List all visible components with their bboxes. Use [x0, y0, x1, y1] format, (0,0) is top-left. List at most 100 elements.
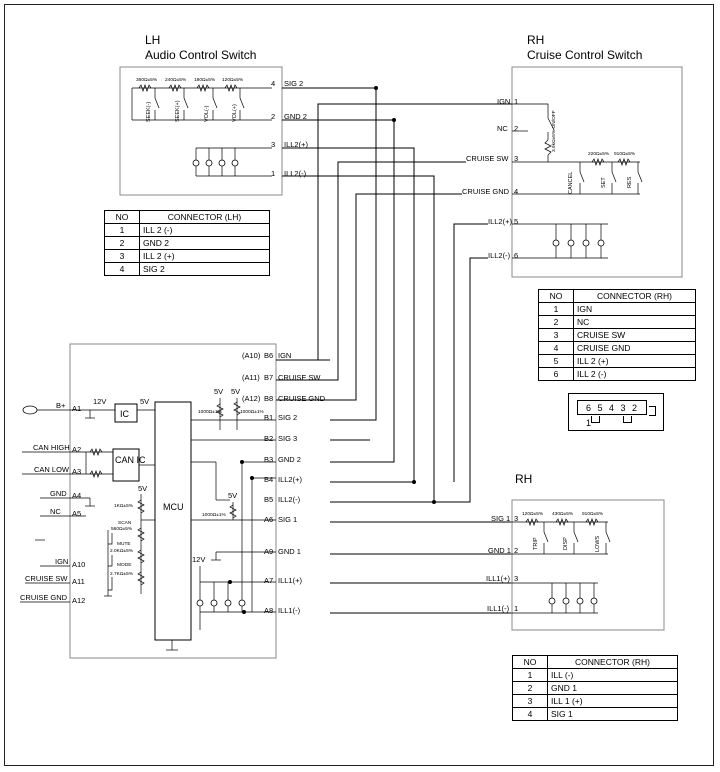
- lh-pin-num-2: 2: [271, 112, 275, 121]
- v5-label-b: 5V: [138, 484, 147, 493]
- connector-key-notch: [649, 406, 656, 416]
- mute-label: MUTE: [117, 541, 131, 547]
- lh-pin-sig2: SIG 2: [284, 79, 303, 88]
- left-pin-a11: A11: [72, 577, 85, 586]
- diagram-frame: [4, 4, 714, 766]
- lh-pin-num-1: 1: [271, 169, 275, 178]
- right-pin-a8: A8: [264, 606, 273, 615]
- right-alias-a11: (A11): [242, 373, 260, 382]
- rh-audio-pin-ill1m: ILL1(-): [487, 604, 510, 613]
- rh-audio-num-ill1p: 3: [514, 574, 518, 583]
- connector-face: 6 5 4 3 2 1: [568, 393, 664, 431]
- rh-cruise-subtitle: Cruise Control Switch: [527, 48, 642, 62]
- rh-cruise-num-3: 3: [514, 154, 518, 163]
- rh-audio-num-sig1: 3: [514, 514, 518, 523]
- mute-res: 2.0KΩ±5%: [110, 548, 134, 554]
- lh-sw-seek-minus: SEEK(-): [146, 102, 152, 122]
- rh-audio-num-gnd1: 2: [514, 546, 518, 555]
- lh-switch-box: [119, 66, 283, 196]
- rh-cruise-onoff: 3.9kΩ±5% ON/OFF: [551, 110, 557, 152]
- rh-audio-pin-sig1: SIG 1: [491, 514, 510, 523]
- rh-cruise-sw-cancel: CANCEL: [568, 172, 574, 194]
- scan-label: SCAN: [118, 520, 132, 526]
- lh-pin-num-3: 3: [271, 140, 275, 149]
- rh-audio-sw-disp: DISP: [563, 537, 569, 550]
- mcu-label: MCU: [163, 502, 184, 512]
- rh-audio-sw-lows: LOWS: [595, 535, 601, 552]
- rh-cruise-num-4: 4: [514, 187, 518, 196]
- right-name-ign: IGN: [278, 351, 291, 360]
- right-alias-a10: (A10): [242, 351, 261, 360]
- rh-cruise-pin-ill2p: ILL2(+): [488, 217, 512, 226]
- lh-pin-num-4: 4: [271, 79, 275, 88]
- rh-audio-res-3: 910Ω±5%: [582, 511, 604, 517]
- lh-leds: [192, 148, 239, 176]
- rh-cruise-leds: [552, 224, 605, 258]
- rh-audio-pin-gnd1: GND 1: [488, 546, 511, 555]
- left-pin-a3: A3: [72, 467, 81, 476]
- left-pin-a4: A4: [72, 491, 81, 500]
- left-pin-a1: A1: [72, 404, 81, 413]
- right-pin-b5: B5: [264, 495, 273, 504]
- lh-res-1: 360Ω±5%: [136, 77, 158, 83]
- right-pin-b3: B3: [264, 455, 273, 464]
- table-rh-audio-header-no: NO: [512, 655, 548, 669]
- rh-cruise-num-6: 6: [514, 251, 518, 260]
- left-label-cruise-gnd: CRUISE GND: [20, 593, 68, 602]
- harness-wires: [276, 87, 512, 614]
- res-1000-b: 1000Ω±1%: [240, 409, 265, 415]
- table-rh-cruise-header-conn: CONNECTOR (RH): [573, 289, 696, 303]
- right-name-gnd2: GND 2: [278, 455, 301, 464]
- mode-label: MODE: [117, 562, 131, 568]
- left-label-bplus: B+: [56, 401, 66, 410]
- ic-label: IC: [120, 409, 130, 419]
- left-pin-a12: A12: [72, 596, 85, 605]
- right-name-ill2m: ILL2(-): [278, 495, 301, 504]
- right-pin-b7: B7: [264, 373, 273, 382]
- right-pin-a7: A7: [264, 576, 273, 585]
- right-alias-a12: (A12): [242, 394, 261, 403]
- v12-label-b: 12V: [192, 555, 205, 564]
- lh-title: LH: [145, 33, 160, 47]
- rh-audio-pin-ill1p: ILL1(+): [486, 574, 510, 583]
- can-ic-label: CAN IC: [115, 455, 146, 465]
- right-name-cruise-sw: CRUISE SW: [278, 373, 321, 382]
- lh-res-3: 180Ω±5%: [194, 77, 216, 83]
- rh-cruise-box: [511, 66, 683, 278]
- rh-cruise-res-1: 220Ω±5%: [588, 151, 610, 157]
- mode-res: 2.7KΩ±5%: [110, 571, 134, 577]
- rh-audio-num-ill1m: 1: [514, 604, 518, 613]
- left-label-gnd: GND: [50, 489, 67, 498]
- right-name-gnd1: GND 1: [278, 547, 301, 556]
- rh-audio-res-2: 430Ω±5%: [552, 511, 574, 517]
- v12-label-a: 12V: [93, 397, 106, 406]
- left-pin-a2: A2: [72, 445, 81, 454]
- left-pin-a10: A10: [72, 560, 85, 569]
- rh-audio-res-1: 120Ω±5%: [522, 511, 544, 517]
- rh-cruise-pin-sw: CRUISE SW: [466, 154, 509, 163]
- rh-cruise-pin-nc: NC: [497, 124, 508, 133]
- right-pin-b1: B1: [264, 413, 273, 422]
- lh-sw-vol-minus: VOL(-): [204, 105, 210, 122]
- rh-audio-title: RH: [515, 472, 532, 486]
- right-name-ill1m: ILL1(-): [278, 606, 301, 615]
- lh-res-2: 240Ω±5%: [165, 77, 187, 83]
- lh-subtitle: Audio Control Switch: [145, 48, 256, 62]
- right-name-sig3: SIG 3: [278, 434, 297, 443]
- control-unit-box: [69, 343, 277, 659]
- lh-pin-ill2p: ILL2(+): [284, 140, 308, 149]
- rh-cruise-num-2: 2: [514, 124, 518, 133]
- left-label-can-high: CAN HIGH: [33, 443, 70, 452]
- table-lh-header-conn: CONNECTOR (LH): [139, 210, 270, 224]
